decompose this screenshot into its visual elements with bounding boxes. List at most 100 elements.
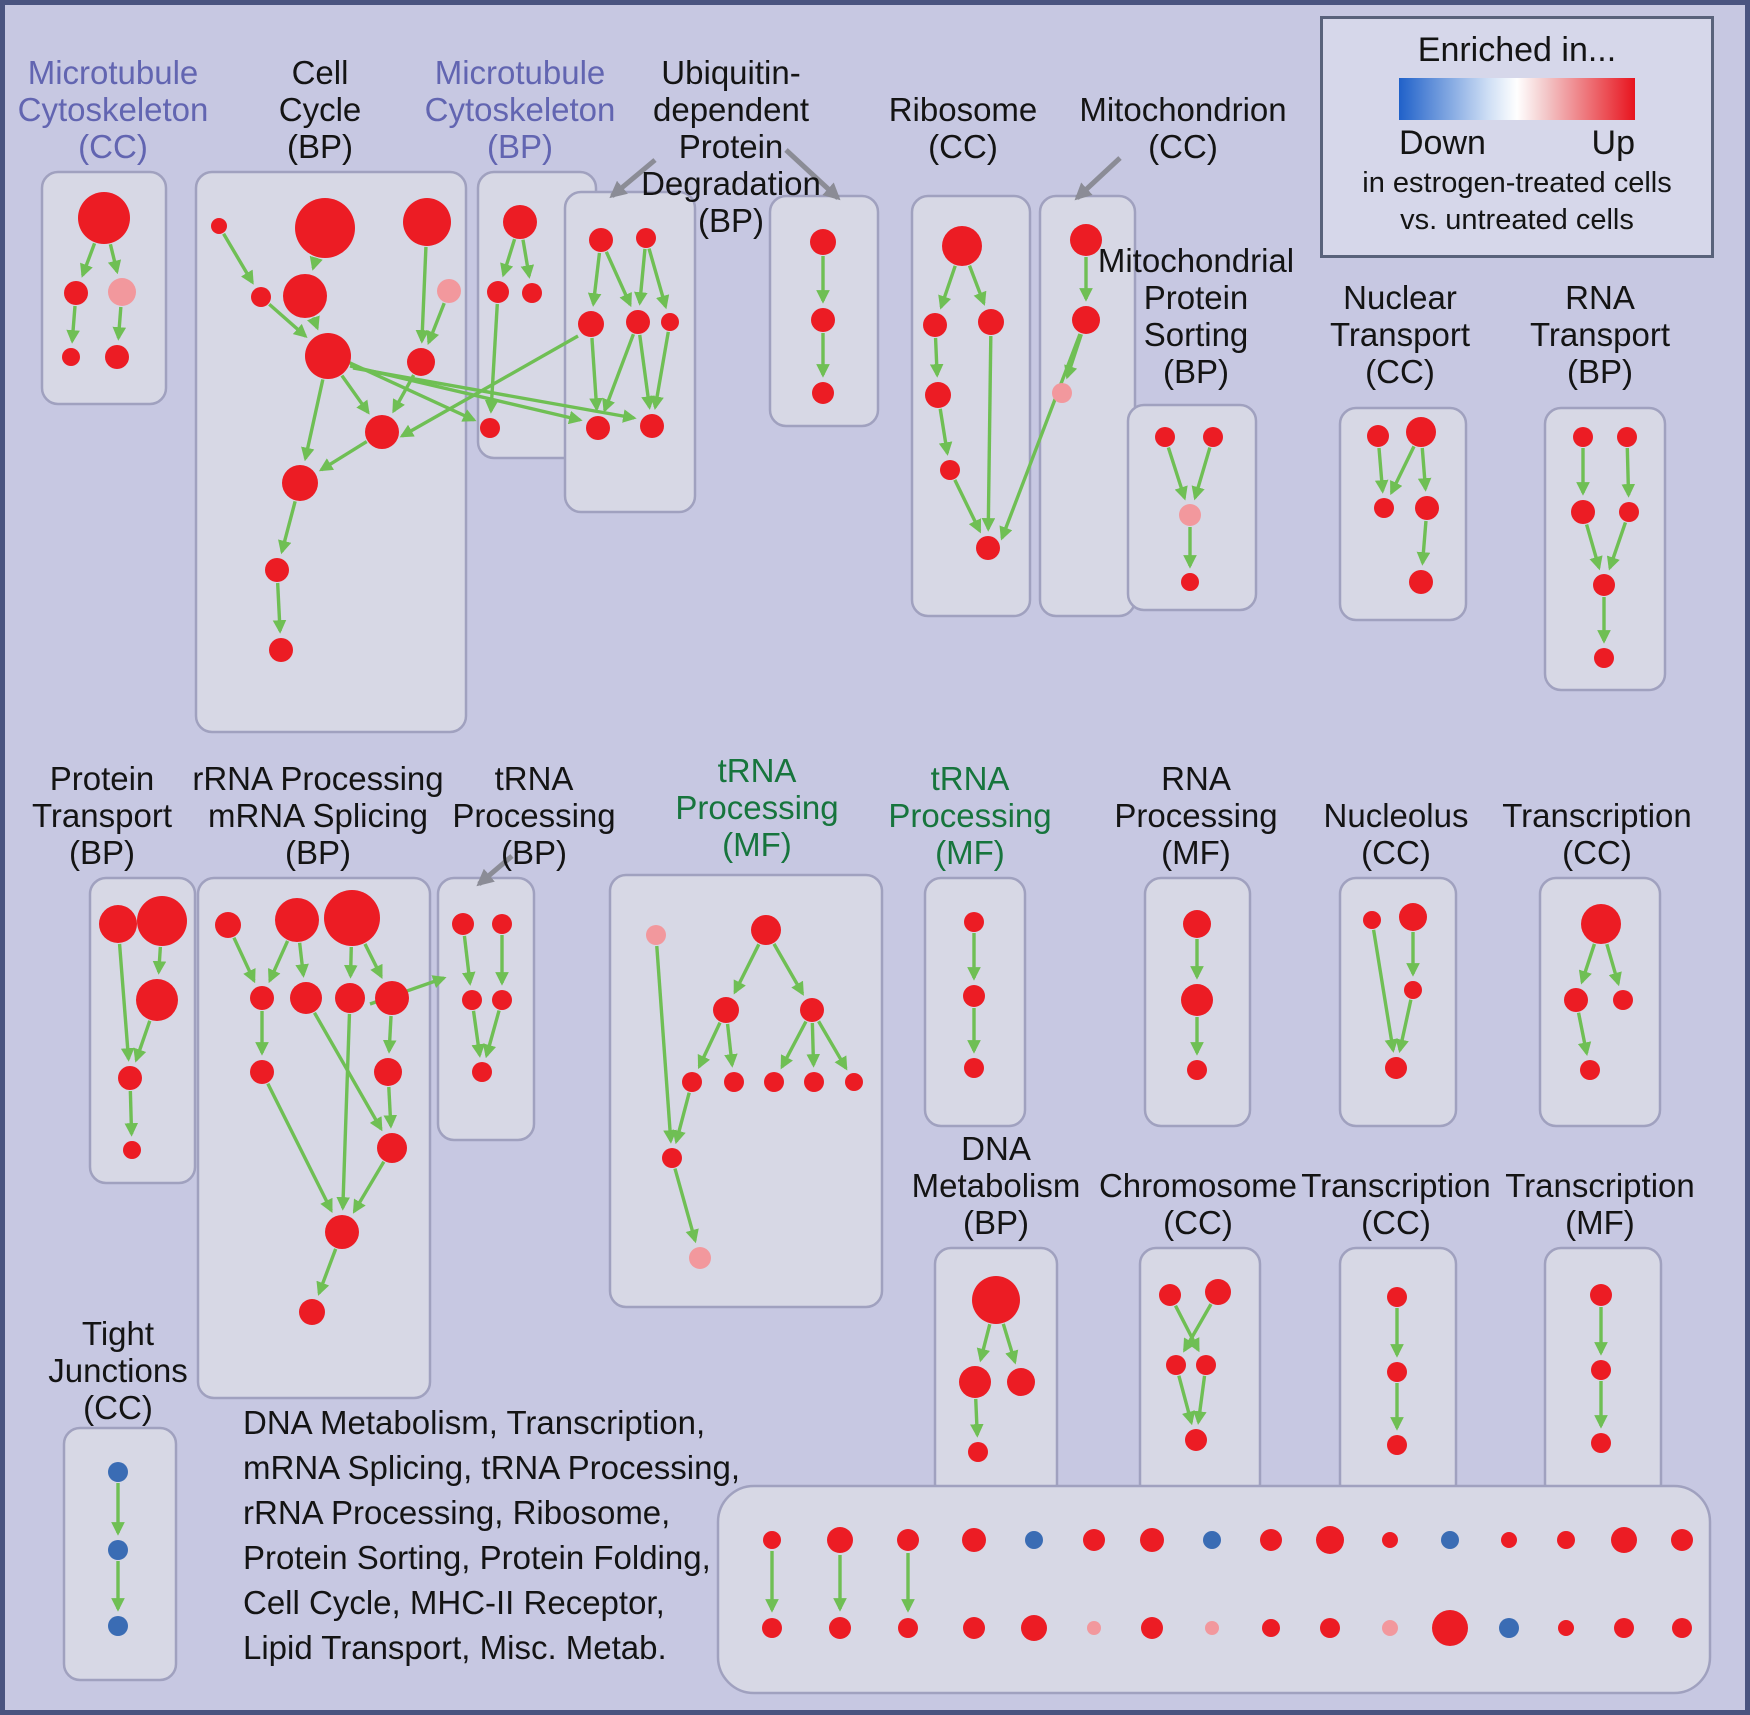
edge-arrow-microtubule-cytoskeleton-bp <box>500 238 517 278</box>
go-term-node-mitochondrial-protein-sorting-bp <box>1203 427 1223 447</box>
cluster-label-rna-processing-mf: RNA <box>1161 760 1231 797</box>
cluster-label-ubiquitin-dependent-protein-degradation-bp: Protein <box>679 128 784 165</box>
edge-arrow-trna-processing-mf-1 <box>672 1092 691 1145</box>
go-term-node-rna-transport-bp <box>1594 648 1614 668</box>
go-term-node-transcription-cc-1 <box>1613 990 1633 1010</box>
cluster-label-transcription-cc-2: (CC) <box>1361 1204 1431 1241</box>
cluster-label-rna-transport-bp: Transport <box>1530 316 1670 353</box>
go-term-node-ribosome-cc <box>978 309 1004 335</box>
edge-arrow-microtubule-cytoskeleton-bp <box>520 239 535 279</box>
legend-endpoints: Down Up <box>1399 124 1635 163</box>
go-term-node-mixed-strip <box>1557 1531 1575 1549</box>
cluster-box-nuclear-transport-cc <box>1338 406 1468 622</box>
cluster-label-protein-transport-bp: Transport <box>32 797 172 834</box>
cluster-label-tight-junctions-cc: Junctions <box>48 1352 187 1389</box>
cluster-box-rna-transport-bp <box>1543 406 1667 692</box>
go-term-node-nucleolus-cc <box>1385 1057 1407 1079</box>
go-term-node-tight-junctions-cc <box>108 1616 128 1636</box>
go-term-node-ubiquitin-degradation-right <box>812 382 834 404</box>
go-term-node-mixed-strip <box>1320 1618 1340 1638</box>
edge-arrow-ubiquitin-degradation-left <box>602 333 636 413</box>
cluster-label-mitochondrial-protein-sorting-bp: Mitochondrial <box>1098 242 1294 279</box>
go-term-node-trna-processing-mf-1 <box>845 1073 863 1091</box>
go-term-node-cell-cycle-bp <box>282 465 318 501</box>
edge-arrow-protein-transport-bp <box>152 946 167 975</box>
go-term-node-mixed-strip <box>1382 1620 1398 1636</box>
go-term-node-ubiquitin-degradation-left <box>626 310 650 334</box>
mixed-categories-note: DNA Metabolism, Transcription, mRNA Spli… <box>243 1400 740 1670</box>
go-term-node-microtubule-cytoskeleton-cc <box>108 278 136 306</box>
go-term-node-mixed-strip <box>1021 1615 1047 1641</box>
go-term-node-mixed-strip <box>1141 1617 1163 1639</box>
cluster-label-trna-processing-mf-1: Processing <box>675 789 838 826</box>
note-line-5: Cell Cycle, MHC-II Receptor, <box>243 1584 665 1621</box>
go-term-node-protein-transport-bp <box>123 1141 141 1159</box>
cluster-label-ubiquitin-dependent-protein-degradation-bp: Degradation <box>641 165 821 202</box>
edge-arrow-nuclear-transport-cc <box>1389 445 1416 496</box>
edge-arrow-dna-metabolism-bp <box>976 1323 992 1363</box>
go-term-node-trna-processing-mf-2 <box>964 1058 984 1078</box>
go-term-node-rrna-processing-mrna-splicing-bp <box>215 912 241 938</box>
go-term-node-dna-metabolism-bp <box>959 1366 991 1398</box>
go-term-node-rna-processing-mf <box>1181 984 1213 1016</box>
go-term-node-rna-transport-bp <box>1593 574 1615 596</box>
edge-arrow-protein-transport-bp <box>133 1020 152 1063</box>
legend-up-label: Up <box>1591 124 1635 162</box>
label-pointer-arrow <box>476 854 514 887</box>
cluster-label-rna-transport-bp: RNA <box>1565 279 1635 316</box>
go-term-node-trna-processing-mf-1 <box>662 1148 682 1168</box>
cluster-box-mixed-strip <box>716 1484 1712 1695</box>
cluster-label-transcription-mf: Transcription <box>1505 1167 1695 1204</box>
edge-arrow-rrna-processing-mrna-splicing-bp <box>295 942 309 978</box>
cluster-label-nucleolus-cc: Nucleolus <box>1324 797 1469 834</box>
note-line-3: rRNA Processing, Ribosome, <box>243 1494 671 1531</box>
cluster-label-trna-processing-mf-2: (MF) <box>935 834 1005 871</box>
cluster-label-rrna-processing-mrna-splicing-bp: rRNA Processing <box>192 760 443 797</box>
go-term-node-ubiquitin-degradation-left <box>661 313 679 331</box>
go-term-node-transcription-mf <box>1591 1433 1611 1453</box>
legend-down-label: Down <box>1399 124 1486 162</box>
edge-arrow-ribosome-cc <box>967 265 987 306</box>
cluster-label-trna-processing-mf-2: Processing <box>888 797 1051 834</box>
cluster-label-protein-transport-bp: (BP) <box>69 834 135 871</box>
cluster-label-transcription-cc-2: Transcription <box>1301 1167 1491 1204</box>
go-term-node-chromosome-cc <box>1166 1355 1186 1375</box>
edge-arrow-trna-processing-mf-1 <box>772 943 805 996</box>
edge-arrow-microtubule-cytoskeleton-cc <box>107 243 122 275</box>
edge-arrow-mitochondrial-protein-sorting-bp <box>1166 446 1188 501</box>
go-term-node-chromosome-cc <box>1196 1355 1216 1375</box>
edge-arrow-ubiquitin-degradation-left <box>587 252 602 307</box>
cluster-label-trna-processing-bp: tRNA <box>495 760 574 797</box>
go-term-node-dna-metabolism-bp <box>968 1442 988 1462</box>
cluster-label-mitochondrial-protein-sorting-bp: Protein <box>1144 279 1249 316</box>
go-term-node-mixed-strip <box>898 1618 918 1638</box>
go-term-node-trna-processing-mf-2 <box>963 985 985 1007</box>
go-term-node-dna-metabolism-bp <box>1007 1368 1035 1396</box>
go-term-node-rna-processing-mf <box>1183 910 1211 938</box>
edge-arrow-ribosome-cc <box>938 265 957 310</box>
go-term-node-rrna-processing-mrna-splicing-bp <box>374 1058 402 1086</box>
legend-subtitle-2: vs. untreated cells <box>1400 204 1634 236</box>
edge-arrow-rrna-processing-mrna-splicing-bp <box>232 936 256 984</box>
go-term-node-nucleolus-cc <box>1404 981 1422 999</box>
edge-arrow-ribosome-cc <box>953 479 982 534</box>
edge-arrow-nuclear-transport-cc <box>1374 447 1389 494</box>
go-term-node-mixed-strip <box>829 1617 851 1639</box>
go-term-node-rrna-processing-mrna-splicing-bp <box>275 898 319 942</box>
go-term-node-microtubule-cytoskeleton-cc <box>62 348 80 366</box>
label-pointer-arrow <box>1074 156 1122 201</box>
go-term-node-mixed-strip <box>1203 1531 1221 1549</box>
edge-arrow-trna-processing-mf-1 <box>697 1021 722 1070</box>
edge-arrow-cell-cycle-bp <box>415 246 430 344</box>
cluster-label-dna-metabolism-bp: DNA <box>961 1130 1031 1167</box>
edge-arrow-cell-cycle-bp <box>340 374 370 415</box>
go-term-node-cell-cycle-bp <box>407 348 435 376</box>
go-term-node-mitochondrion-cc <box>1070 224 1102 256</box>
cluster-label-cell-cycle-bp: (BP) <box>287 128 353 165</box>
go-term-node-trna-processing-mf-1 <box>800 998 824 1022</box>
cluster-box-transcription-cc-1 <box>1538 876 1662 1128</box>
edge-arrow-transcription-cc-1 <box>1578 943 1597 985</box>
go-term-node-nuclear-transport-cc <box>1374 498 1394 518</box>
go-term-node-rrna-processing-mrna-splicing-bp <box>250 986 274 1010</box>
label-pointer-arrow <box>784 148 841 201</box>
